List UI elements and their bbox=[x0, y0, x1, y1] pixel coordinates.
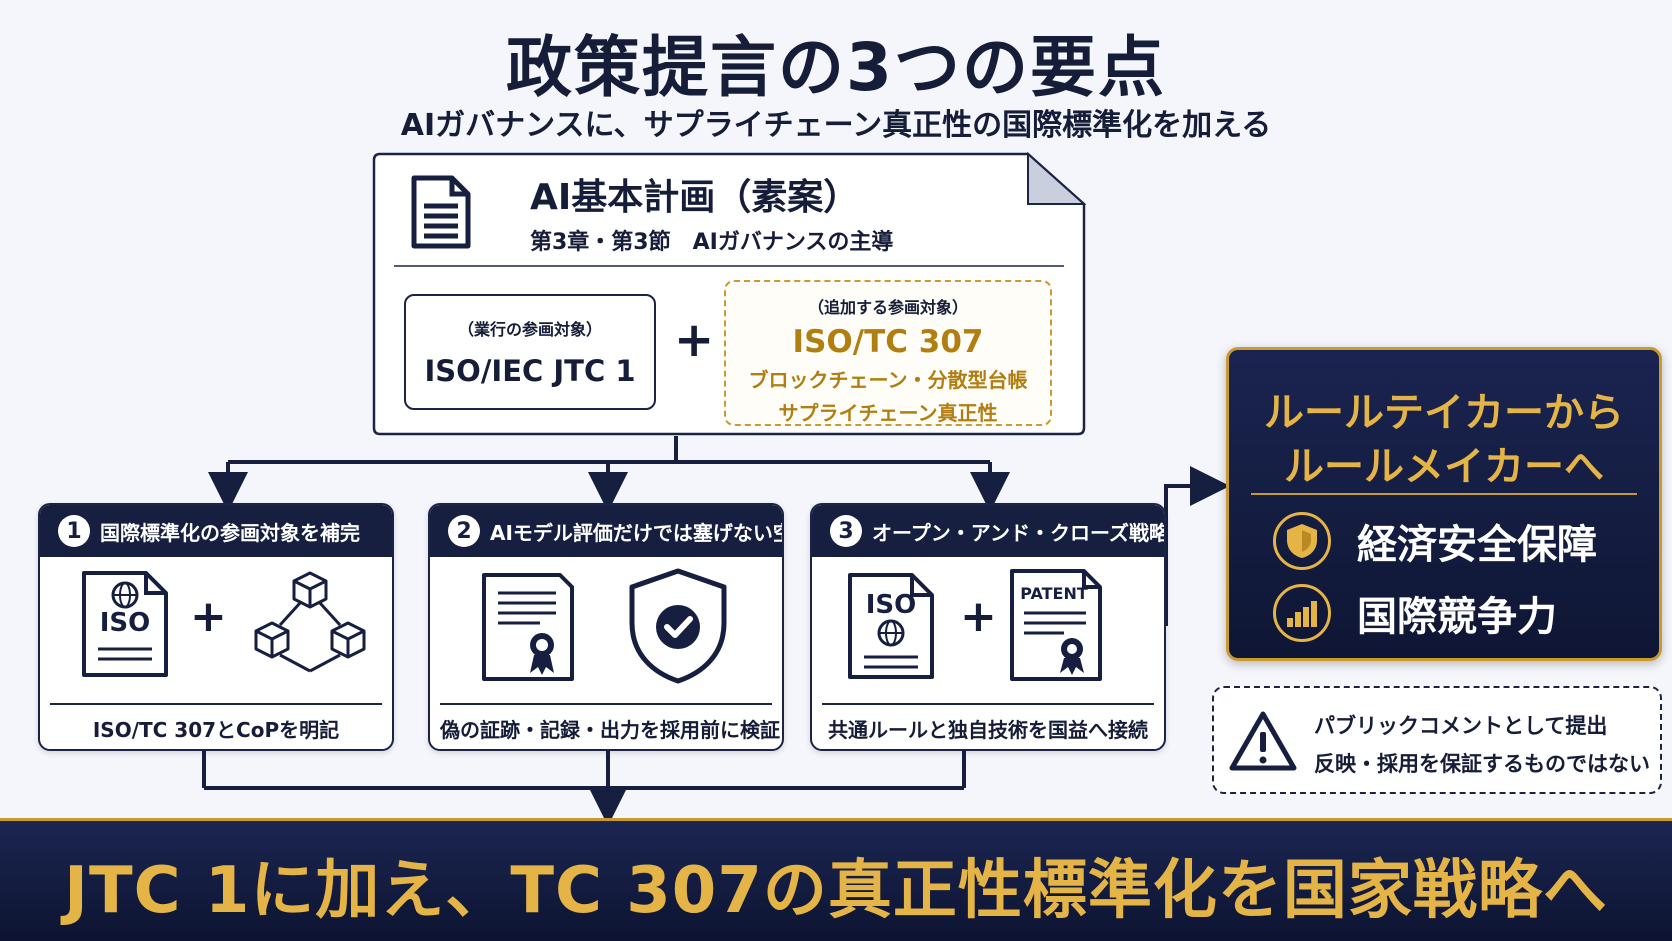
plan-section: 第3章・第3節 AIガバナンスの主導 bbox=[530, 230, 894, 255]
goal-line-1: ルールテイカーから bbox=[1264, 390, 1624, 436]
notice-box: パブリックコメントとして提出 反映・採用を保証するものではない bbox=[1212, 686, 1662, 794]
card-1-plus: + bbox=[190, 591, 227, 642]
goal-divider bbox=[1251, 493, 1637, 495]
iso-label: ISO bbox=[100, 608, 151, 638]
card-3-plus: + bbox=[960, 591, 997, 642]
card-3-footer: 共通ルールと独自技術を国益へ接続 bbox=[822, 703, 1154, 749]
plan-title: AI基本計画（素案） bbox=[530, 177, 860, 218]
current-participation-box: （業行の参画対象） ISO/IEC JTC 1 bbox=[404, 294, 656, 410]
notice-line-2: 反映・採用を保証するものではない bbox=[1314, 752, 1650, 776]
page-title: 政策提言の3つの要点 bbox=[506, 29, 1166, 106]
plus-sign: + bbox=[674, 312, 715, 368]
card-1-footer: ISO/TC 307とCoPを明記 bbox=[50, 703, 382, 749]
patent-label: PATENT bbox=[1020, 584, 1088, 603]
card-2-footer: 偽の証跡・記録・出力を採用前に検証 bbox=[440, 703, 780, 749]
goal-item-label: 国際競争力 bbox=[1357, 594, 1557, 640]
card-1-header: 1 国際標準化の参画対象を補完 bbox=[40, 505, 392, 557]
card-3-body: ISO + PATENT 共通ルールと独自技術を国益へ接続 bbox=[812, 557, 1164, 742]
additional-participation-box: （追加する参画対象） ISO/TC 307 ブロックチェーン・分散型台帳 サプラ… bbox=[724, 280, 1052, 426]
card-3: 3 オープン・アンド・クローズ戦略 ISO + PATENT bbox=[810, 503, 1166, 751]
card-3-title: オープン・アンド・クローズ戦略 bbox=[872, 520, 1166, 545]
card-2-title: AIモデル評価だけでは塞げない空白 bbox=[490, 520, 784, 545]
goal-item-competitiveness: 国際競争力 bbox=[1273, 584, 1557, 642]
shield-check-icon bbox=[626, 567, 730, 689]
current-name: ISO/IEC JTC 1 bbox=[424, 354, 636, 388]
certificate-icon bbox=[480, 571, 576, 687]
shield-icon bbox=[1273, 512, 1331, 570]
iso-document-icon: ISO bbox=[846, 571, 936, 685]
warning-icon bbox=[1228, 710, 1298, 778]
bottom-banner: JTC 1に加え、TC 307の真正性標準化を国家戦略へ bbox=[0, 818, 1672, 941]
patent-document-icon: PATENT bbox=[1008, 567, 1104, 687]
card-1-number: 1 bbox=[58, 515, 90, 547]
additional-line-1: ブロックチェーン・分散型台帳 bbox=[748, 368, 1028, 392]
goal-item-economic-security: 経済安全保障 bbox=[1273, 512, 1597, 570]
card-3-header: 3 オープン・アンド・クローズ戦略 bbox=[812, 505, 1164, 557]
card-1-body: ISO + ISO/TC 307とCoPを明記 bbox=[40, 557, 392, 742]
notice-line-1: パブリックコメントとして提出 bbox=[1314, 714, 1608, 738]
goal-item-label: 経済安全保障 bbox=[1357, 522, 1597, 568]
plan-document: AI基本計画（素案） 第3章・第3節 AIガバナンスの主導 （業行の参画対象） … bbox=[372, 152, 1086, 436]
card-2-number: 2 bbox=[448, 515, 480, 547]
current-caption: （業行の参画対象） bbox=[457, 320, 602, 339]
card-1-title: 国際標準化の参画対象を補完 bbox=[100, 520, 360, 545]
iso-label: ISO bbox=[866, 590, 917, 620]
additional-caption: （追加する参画対象） bbox=[807, 298, 968, 317]
blockchain-cubes-icon bbox=[252, 567, 368, 679]
additional-line-2: サプライチェーン真正性 bbox=[778, 401, 998, 425]
goal-box: ルールテイカーから ルールメイカーへ 経済安全保障 国際競争力 bbox=[1226, 347, 1662, 661]
card-2-body: 偽の証跡・記録・出力を採用前に検証 bbox=[430, 557, 782, 742]
banner-text: JTC 1に加え、TC 307の真正性標準化を国家戦略へ bbox=[64, 854, 1608, 928]
card-3-number: 3 bbox=[830, 515, 862, 547]
iso-document-icon: ISO bbox=[80, 569, 170, 683]
additional-name: ISO/TC 307 bbox=[792, 324, 984, 360]
card-2: 2 AIモデル評価だけでは塞げない空白 偽の証跡・記録・出力を採用前に bbox=[428, 503, 784, 751]
card-1: 1 国際標準化の参画対象を補完 ISO + bbox=[38, 503, 394, 751]
bar-chart-icon bbox=[1273, 584, 1331, 642]
document-icon bbox=[410, 174, 472, 254]
page-subtitle: AIガバナンスに、サプライチェーン真正性の国際標準化を加える bbox=[400, 108, 1272, 143]
card-2-header: 2 AIモデル評価だけでは塞げない空白 bbox=[430, 505, 782, 557]
goal-line-2: ルールメイカーへ bbox=[1284, 444, 1604, 490]
